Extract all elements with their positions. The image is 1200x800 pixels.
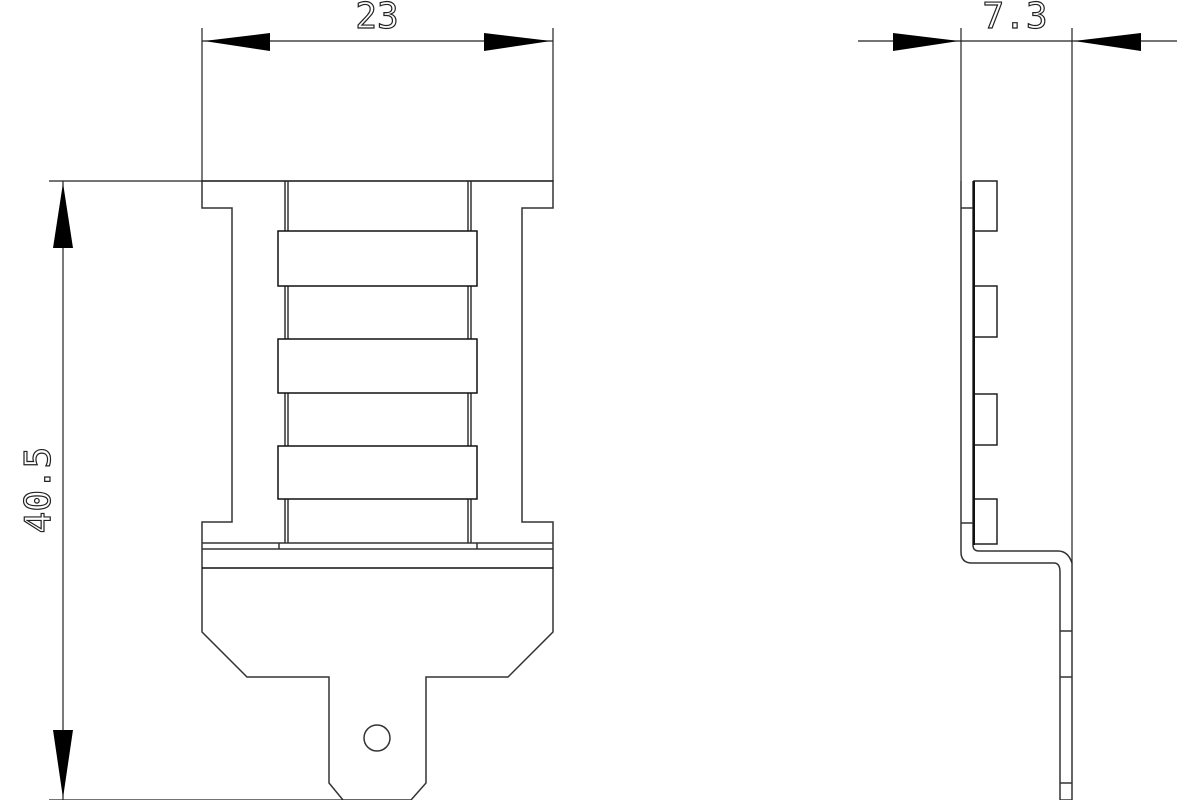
- contact-strip: [277, 445, 478, 500]
- dimension-thickness-label: 7.3: [982, 0, 1047, 37]
- side-view: [960, 180, 1073, 800]
- arrow-left-icon: [1074, 33, 1141, 51]
- arrow-right-icon: [893, 33, 959, 51]
- contact-strip: [277, 338, 478, 394]
- dimension-height: [49, 180, 553, 800]
- dimension-width-label: 23: [355, 0, 398, 37]
- mounting-hole: [363, 724, 391, 752]
- contact-pad: [973, 180, 998, 232]
- contact-pad: [973, 393, 998, 446]
- arrow-left-icon: [204, 33, 270, 51]
- contact-pad: [973, 285, 998, 338]
- body-outline: [201, 180, 554, 800]
- front-view: [201, 180, 554, 800]
- contact-pad: [973, 498, 998, 545]
- arrow-right-icon: [484, 33, 551, 51]
- arrow-down-icon: [53, 730, 73, 798]
- plate-outline: [960, 181, 1061, 800]
- plate-inner: [972, 181, 1073, 800]
- contact-strip: [277, 230, 478, 287]
- arrow-up-icon: [53, 183, 73, 248]
- dimension-thickness: [858, 28, 1177, 563]
- dimension-height-label: 40.5: [18, 447, 59, 534]
- dimension-width: [201, 28, 554, 181]
